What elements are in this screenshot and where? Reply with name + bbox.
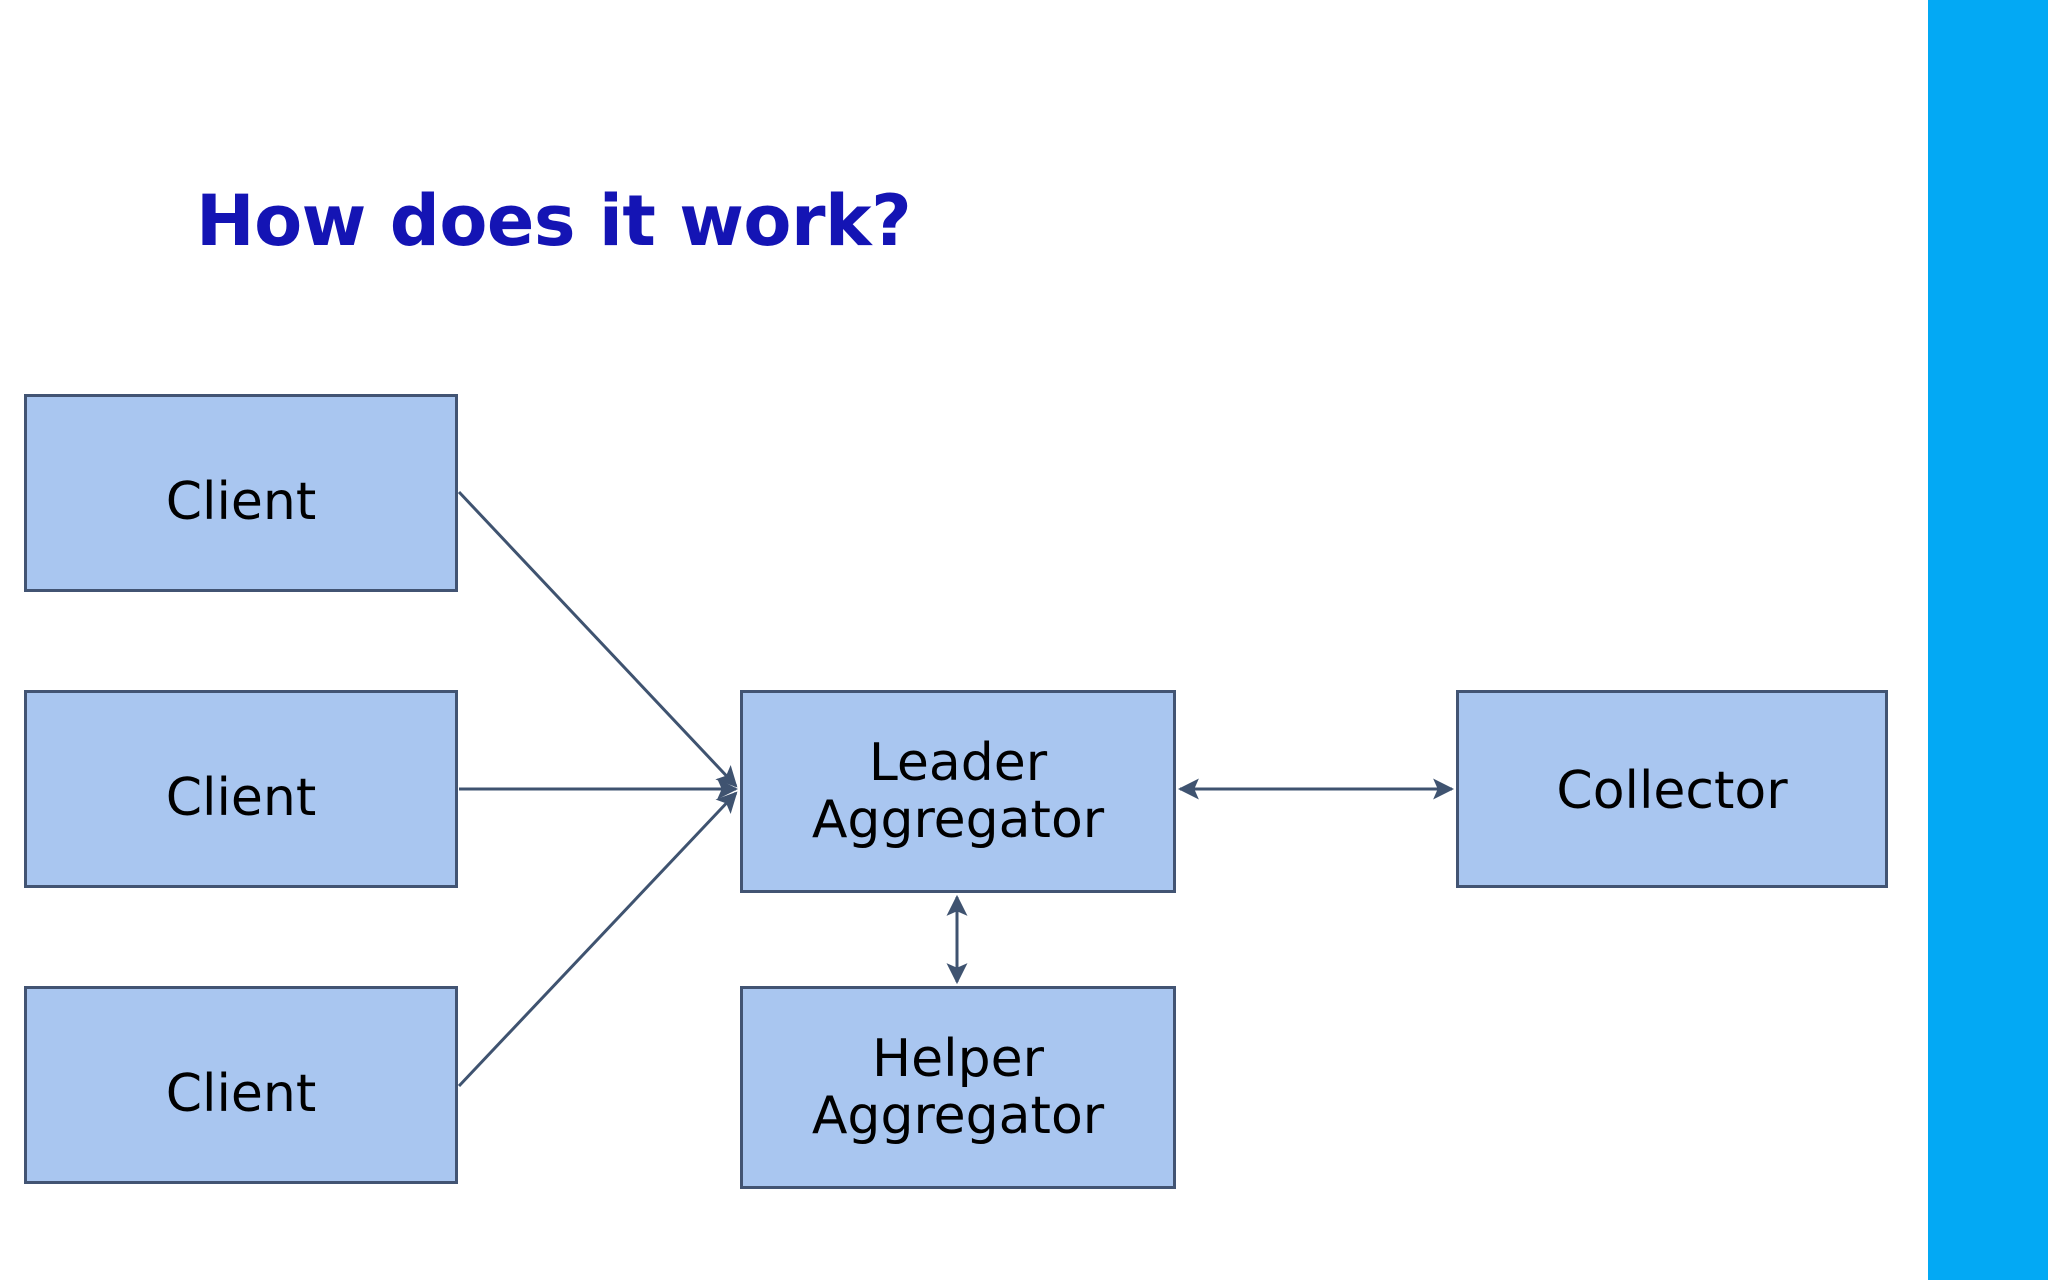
node-label: Helper Aggregator	[811, 1029, 1105, 1146]
node-label: Leader Aggregator	[811, 733, 1105, 850]
node-collector[interactable]: Collector	[1456, 690, 1888, 888]
accent-bar	[1928, 0, 2048, 1280]
node-label: Client	[165, 471, 317, 532]
edge-client1-to-leader	[457, 490, 738, 788]
node-label: Client	[165, 767, 317, 828]
node-client-2[interactable]: Client	[24, 690, 458, 888]
node-client-1[interactable]: Client	[24, 394, 458, 592]
edge-client3-to-leader	[457, 791, 738, 1088]
node-helper-aggregator[interactable]: Helper Aggregator	[740, 986, 1176, 1189]
node-leader-aggregator[interactable]: Leader Aggregator	[740, 690, 1176, 893]
node-label: Client	[165, 1063, 317, 1124]
node-client-3[interactable]: Client	[24, 986, 458, 1184]
page-title: How does it work?	[196, 180, 912, 262]
node-label: Collector	[1556, 760, 1788, 821]
